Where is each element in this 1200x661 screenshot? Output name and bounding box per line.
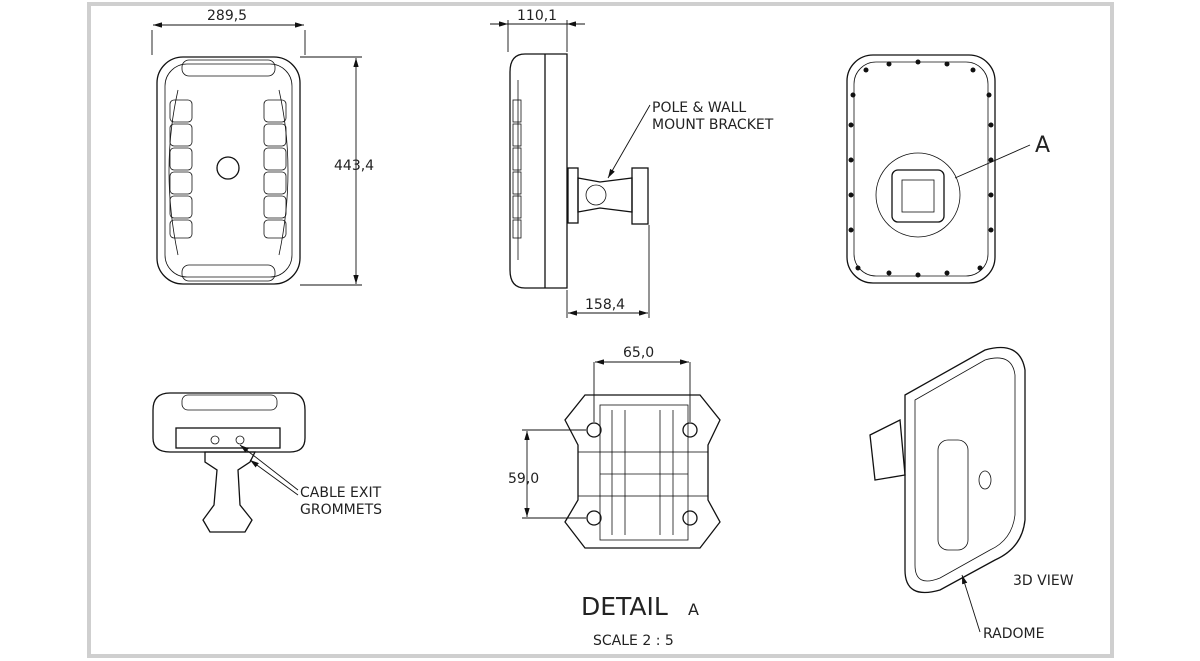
3d-view — [869, 346, 1026, 633]
radome-label: RADOME — [983, 626, 1044, 642]
detail-title: DETAIL — [581, 592, 668, 621]
back-view — [846, 54, 1031, 284]
bottom-view — [152, 392, 306, 533]
bracket-label-line2: MOUNT BRACKET — [652, 117, 774, 133]
cable-label-line1: CABLE EXIT — [300, 485, 382, 501]
detail-scale: SCALE 2 : 5 — [593, 633, 674, 649]
detail-letter: A — [688, 600, 699, 619]
detail-a-view — [522, 359, 721, 549]
detail-width-dimension: 65,0 — [623, 345, 654, 361]
bracket-depth-dimension: 158,4 — [585, 297, 625, 313]
cable-label-line2: GROMMETS — [300, 502, 382, 518]
detail-height-dimension: 59,0 — [508, 471, 539, 487]
front-view — [151, 22, 362, 286]
detail-reference-label: A — [1035, 133, 1050, 158]
front-height-dimension: 443,4 — [334, 158, 374, 174]
side-depth-dimension: 110,1 — [517, 8, 557, 24]
bracket-label-line1: POLE & WALL — [652, 100, 746, 116]
front-width-dimension: 289,5 — [207, 8, 247, 24]
3d-view-label: 3D VIEW — [1013, 573, 1074, 589]
side-view — [490, 20, 651, 318]
drawing-frame — [87, 2, 1114, 658]
